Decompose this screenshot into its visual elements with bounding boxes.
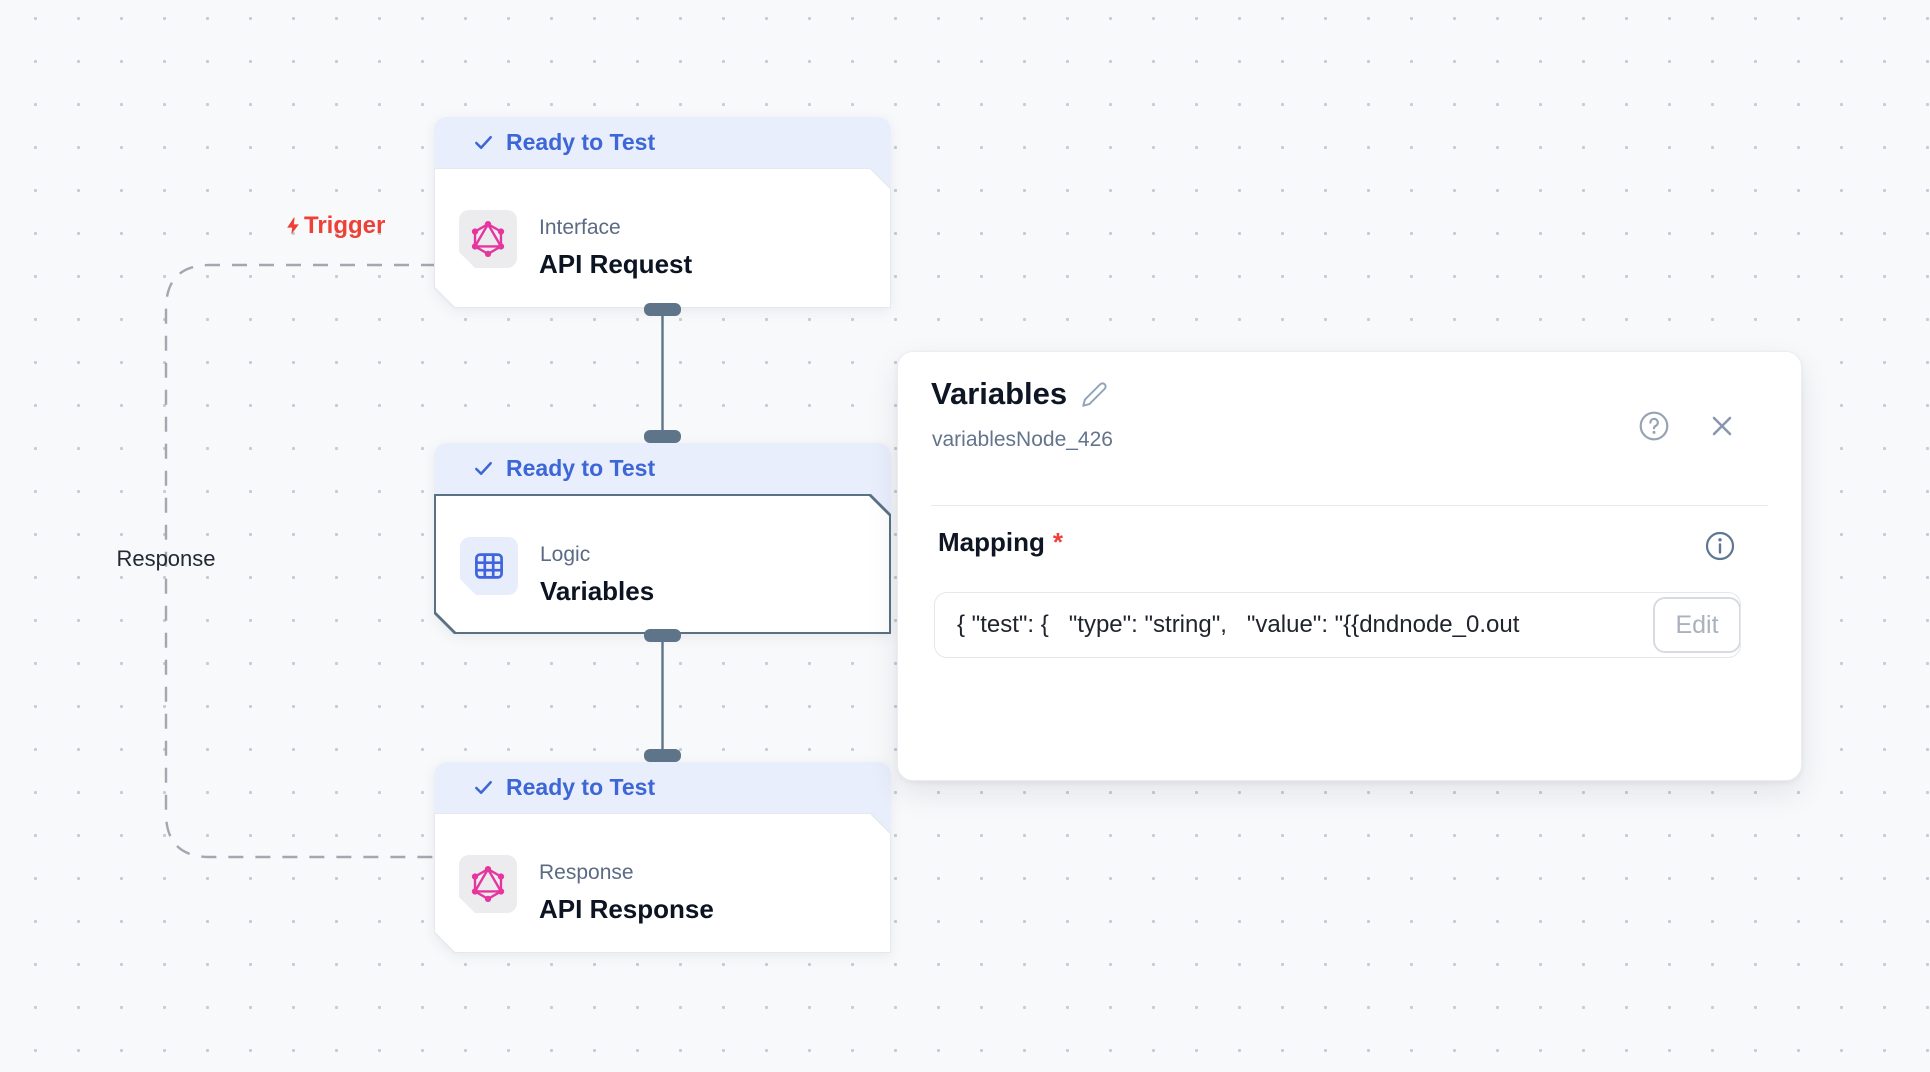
lightning-bolt-icon <box>287 217 299 235</box>
status-badge-label: Ready to Test <box>506 129 656 155</box>
source-handle-variables[interactable] <box>644 629 681 642</box>
node-variables[interactable]: Ready to Test Logic Variab <box>434 443 891 634</box>
check-icon <box>475 461 492 476</box>
node-icon-box <box>459 210 517 268</box>
mapping-value-field[interactable]: { "test": { "type": "string", "value": "… <box>934 592 1741 658</box>
panel-title: Variables <box>931 376 1068 411</box>
close-button[interactable] <box>1705 409 1739 443</box>
source-handle-api-request[interactable] <box>644 303 681 316</box>
target-handle-variables[interactable] <box>644 430 681 443</box>
info-icon <box>1705 531 1735 561</box>
node-icon-box <box>460 537 518 595</box>
node-title: API Response <box>539 894 714 924</box>
panel-divider <box>931 505 1768 506</box>
node-title: API Request <box>539 249 693 279</box>
close-icon <box>1712 416 1732 436</box>
status-badge-label: Ready to Test <box>506 774 656 800</box>
edit-mapping-button[interactable]: Edit <box>1653 597 1740 653</box>
help-icon <box>1639 411 1669 441</box>
node-card[interactable]: Response API Response <box>434 813 891 953</box>
info-button[interactable] <box>1703 529 1737 563</box>
status-badge-label: Ready to Test <box>506 455 656 481</box>
edit-pencil-icon[interactable] <box>1081 381 1108 408</box>
node-icon-box <box>459 855 517 913</box>
target-handle-api-response[interactable] <box>644 749 681 762</box>
node-card[interactable]: Logic Variables <box>434 494 891 634</box>
response-edge-label: Response <box>116 546 216 571</box>
variables-config-panel: Variables variablesNode_426 Mapping* <box>897 351 1802 781</box>
trigger-edge-label: Trigger <box>283 212 385 240</box>
mapping-section-label: Mapping <box>938 527 1045 557</box>
panel-node-id: variablesNode_426 <box>932 428 1113 451</box>
required-marker: * <box>1052 527 1063 557</box>
node-api-response[interactable]: Ready to Test Response <box>434 762 891 953</box>
node-title: Variables <box>540 576 655 606</box>
check-icon <box>475 135 492 150</box>
mapping-value-text: { "test": { "type": "string", "value": "… <box>957 611 1520 638</box>
table-icon <box>471 548 507 584</box>
node-category: Logic <box>540 543 591 566</box>
graphql-icon <box>469 220 507 258</box>
trigger-label-text: Trigger <box>304 212 386 239</box>
node-category: Response <box>539 861 634 884</box>
response-loop-edge <box>164 263 436 859</box>
help-button[interactable] <box>1637 409 1671 443</box>
node-card[interactable]: Interface API Request <box>434 168 891 308</box>
check-icon <box>475 780 492 795</box>
node-category: Interface <box>539 216 621 239</box>
node-api-request[interactable]: Ready to Test Interface <box>434 117 891 308</box>
graphql-icon <box>469 865 507 903</box>
